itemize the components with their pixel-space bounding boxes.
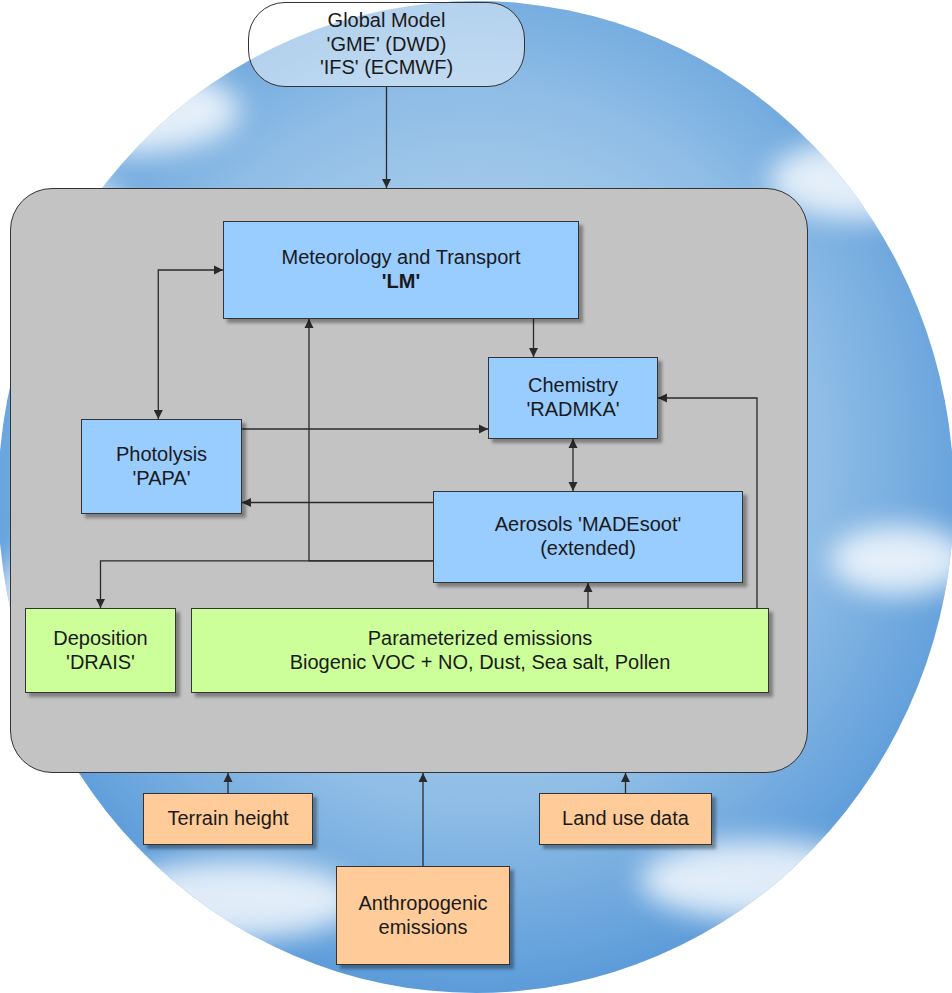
node-label: Deposition 'DRAIS' [36,627,166,674]
connector-arrow [625,773,626,793]
input-box: Terrain height [143,793,313,845]
connector-arrow [227,773,228,793]
global-model-box: Global Model 'GME' (DWD) 'IFS' (ECMWF) [248,2,525,87]
cloud-group [0,65,952,940]
node-label: Land use data [562,807,689,831]
process-box: Meteorology and Transport'LM' [223,221,579,319]
model-system-panel: Meteorology and Transport'LM' Chemistry '… [10,188,808,773]
process-box: Aerosols 'MADEsoot' (extended) [433,491,743,583]
process-box: Photolysis 'PAPA' [81,419,242,514]
node-label: Global Model 'GME' (DWD) 'IFS' (ECMWF) [312,9,462,80]
node-label: Photolysis 'PAPA' [92,443,232,490]
node-label: Meteorology and Transport [281,246,520,270]
input-box: Anthropogenic emissions [336,866,510,965]
process-box: Chemistry 'RADMKA' [488,357,658,439]
node-label: Aerosols 'MADEsoot' (extended) [478,513,698,560]
node-sublabel: Biogenic VOC + NO, Dust, Sea salt, Polle… [290,651,671,675]
process-box: Deposition 'DRAIS' [25,608,176,693]
process-box: Parameterized emissionsBiogenic VOC + NO… [191,608,769,693]
node-label: Terrain height [167,807,288,831]
connector-arrow [422,773,423,866]
node-sublabel: 'LM' [382,270,420,294]
node-label: Anthropogenic emissions [348,892,498,939]
connector-arrow [386,87,387,188]
node-label: Parameterized emissions [368,627,593,651]
input-box: Land use data [539,793,712,845]
node-label: Chemistry 'RADMKA' [498,374,648,421]
